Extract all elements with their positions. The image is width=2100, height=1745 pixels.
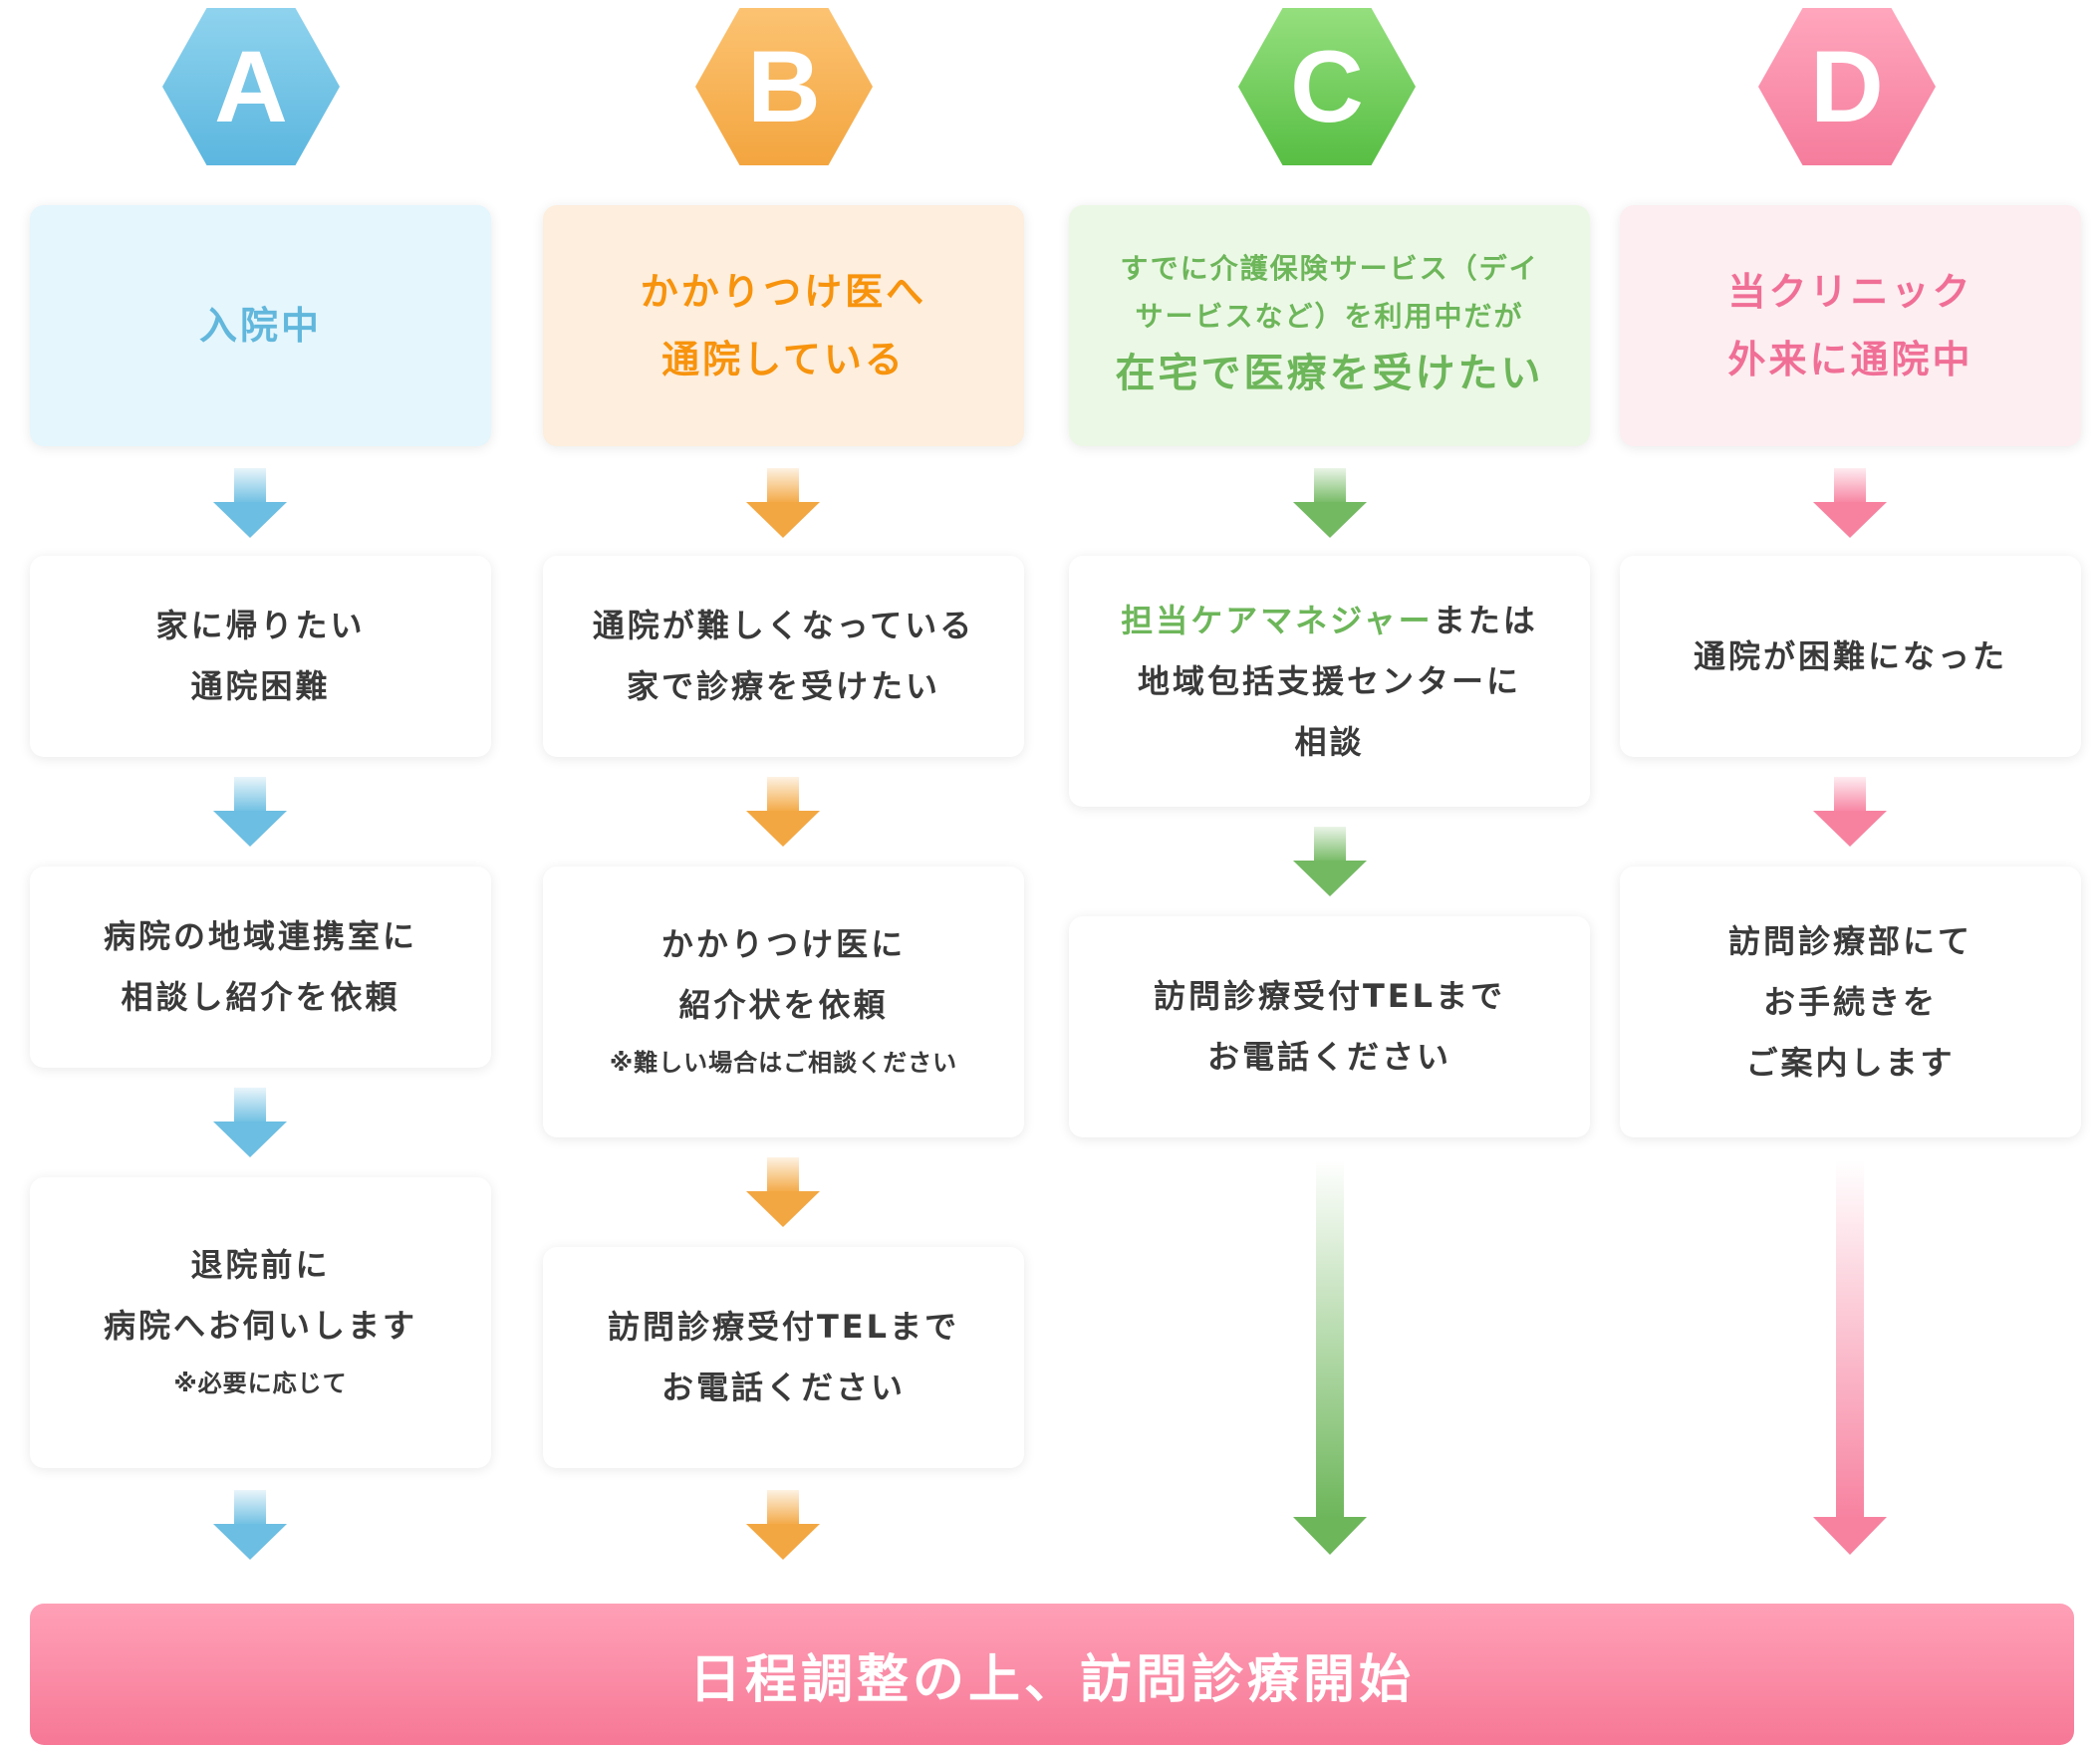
- header-text: 通院している: [661, 338, 906, 381]
- step-text: 退院前に: [190, 1246, 331, 1284]
- header-text: かかりつけ医へ: [640, 270, 927, 314]
- step-text: 家で診療を受けたい: [626, 667, 940, 705]
- step-card-d-1: 通院が困難になった: [1620, 556, 2081, 757]
- down-arrow-icon: [213, 468, 287, 538]
- highlight-text: 担当ケアマネジャー: [1121, 601, 1434, 639]
- step-note: ※難しい場合はご相談ください: [609, 1049, 958, 1077]
- header-text: 当クリニック: [1727, 270, 1973, 314]
- header-card-c: すでに介護保険サービス（デイ サービスなど）を利用中だが 在宅で医療を受けたい: [1069, 205, 1590, 446]
- footer-banner: 日程調整の上、訪問診療開始: [30, 1604, 2074, 1745]
- step-text: 通院困難: [190, 667, 331, 705]
- down-arrow-icon: [213, 1490, 287, 1560]
- header-text: 入院中: [198, 304, 322, 348]
- header-text: 在宅で医療を受けたい: [1115, 351, 1544, 396]
- hexagon-badge-a: A: [162, 8, 340, 165]
- step-text: 病院へお伺いします: [103, 1307, 417, 1345]
- header-text: サービスなど）を利用中だが: [1135, 300, 1524, 333]
- long-down-arrow-icon: [1813, 1160, 1887, 1555]
- step-card-a-1: 家に帰りたい 通院困難: [30, 556, 491, 757]
- step-text: 訪問診療受付TELまで: [607, 1308, 960, 1346]
- step-text: お電話ください: [660, 1369, 906, 1406]
- step-text: 相談し紹介を依頼: [121, 978, 400, 1016]
- step-text: 訪問診療部にて: [1727, 921, 1972, 960]
- step-text: 地域包括支援センターに: [1137, 661, 1521, 700]
- step-card-c-1: 担当ケアマネジャーまたは 地域包括支援センターに 相談: [1069, 556, 1590, 807]
- step-text: 通院が難しくなっている: [592, 607, 975, 644]
- header-card-b: かかりつけ医へ 通院している: [543, 205, 1024, 446]
- step-text: お電話ください: [1206, 1038, 1451, 1076]
- step-text: かかりつけ医に: [660, 925, 907, 963]
- down-arrow-icon: [1813, 777, 1887, 847]
- step-text: 紹介状を依頼: [678, 986, 889, 1024]
- step-text: 担当ケアマネジャーまたは: [1121, 591, 1537, 651]
- step-card-a-3: 退院前に 病院へお伺いします ※必要に応じて: [30, 1177, 491, 1468]
- step-text: 病院の地域連携室に: [103, 917, 417, 955]
- step-card-c-2: 訪問診療受付TELまで お電話ください: [1069, 916, 1590, 1137]
- step-text: 家に帰りたい: [155, 607, 366, 644]
- step-card-a-2: 病院の地域連携室に 相談し紹介を依頼: [30, 867, 491, 1068]
- step-card-b-3: 訪問診療受付TELまで お電話ください: [543, 1247, 1024, 1468]
- hexagon-badge-c: C: [1238, 8, 1416, 165]
- hexagon-badge-d: D: [1758, 8, 1936, 165]
- down-arrow-icon: [746, 1490, 820, 1560]
- down-arrow-icon: [213, 777, 287, 847]
- down-arrow-icon: [213, 1088, 287, 1157]
- down-arrow-icon: [1813, 468, 1887, 538]
- header-text: 外来に通院中: [1727, 338, 1973, 381]
- hexagon-badge-b: B: [695, 8, 873, 165]
- step-text: お手続きを: [1762, 982, 1938, 1021]
- step-card-d-2: 訪問診療部にて お手続きを ご案内します: [1620, 867, 2081, 1137]
- step-card-b-2: かかりつけ医に 紹介状を依頼 ※難しい場合はご相談ください: [543, 867, 1024, 1137]
- step-text: 訪問診療受付TELまで: [1153, 977, 1506, 1015]
- header-card-a: 入院中: [30, 205, 491, 446]
- long-down-arrow-icon: [1293, 1160, 1367, 1555]
- down-arrow-icon: [746, 468, 820, 538]
- step-text: 相談: [1294, 722, 1365, 761]
- step-card-b-1: 通院が難しくなっている 家で診療を受けたい: [543, 556, 1024, 757]
- header-text: すでに介護保険サービス（デイ: [1120, 252, 1539, 285]
- step-text: ご案内します: [1745, 1043, 1956, 1082]
- down-arrow-icon: [746, 777, 820, 847]
- down-arrow-icon: [1293, 827, 1367, 896]
- step-text: または: [1433, 601, 1538, 639]
- down-arrow-icon: [1293, 468, 1367, 538]
- header-card-d: 当クリニック 外来に通院中: [1620, 205, 2081, 446]
- step-text: 通院が困難になった: [1693, 636, 2007, 675]
- down-arrow-icon: [746, 1157, 820, 1227]
- step-note: ※必要に応じて: [173, 1370, 348, 1397]
